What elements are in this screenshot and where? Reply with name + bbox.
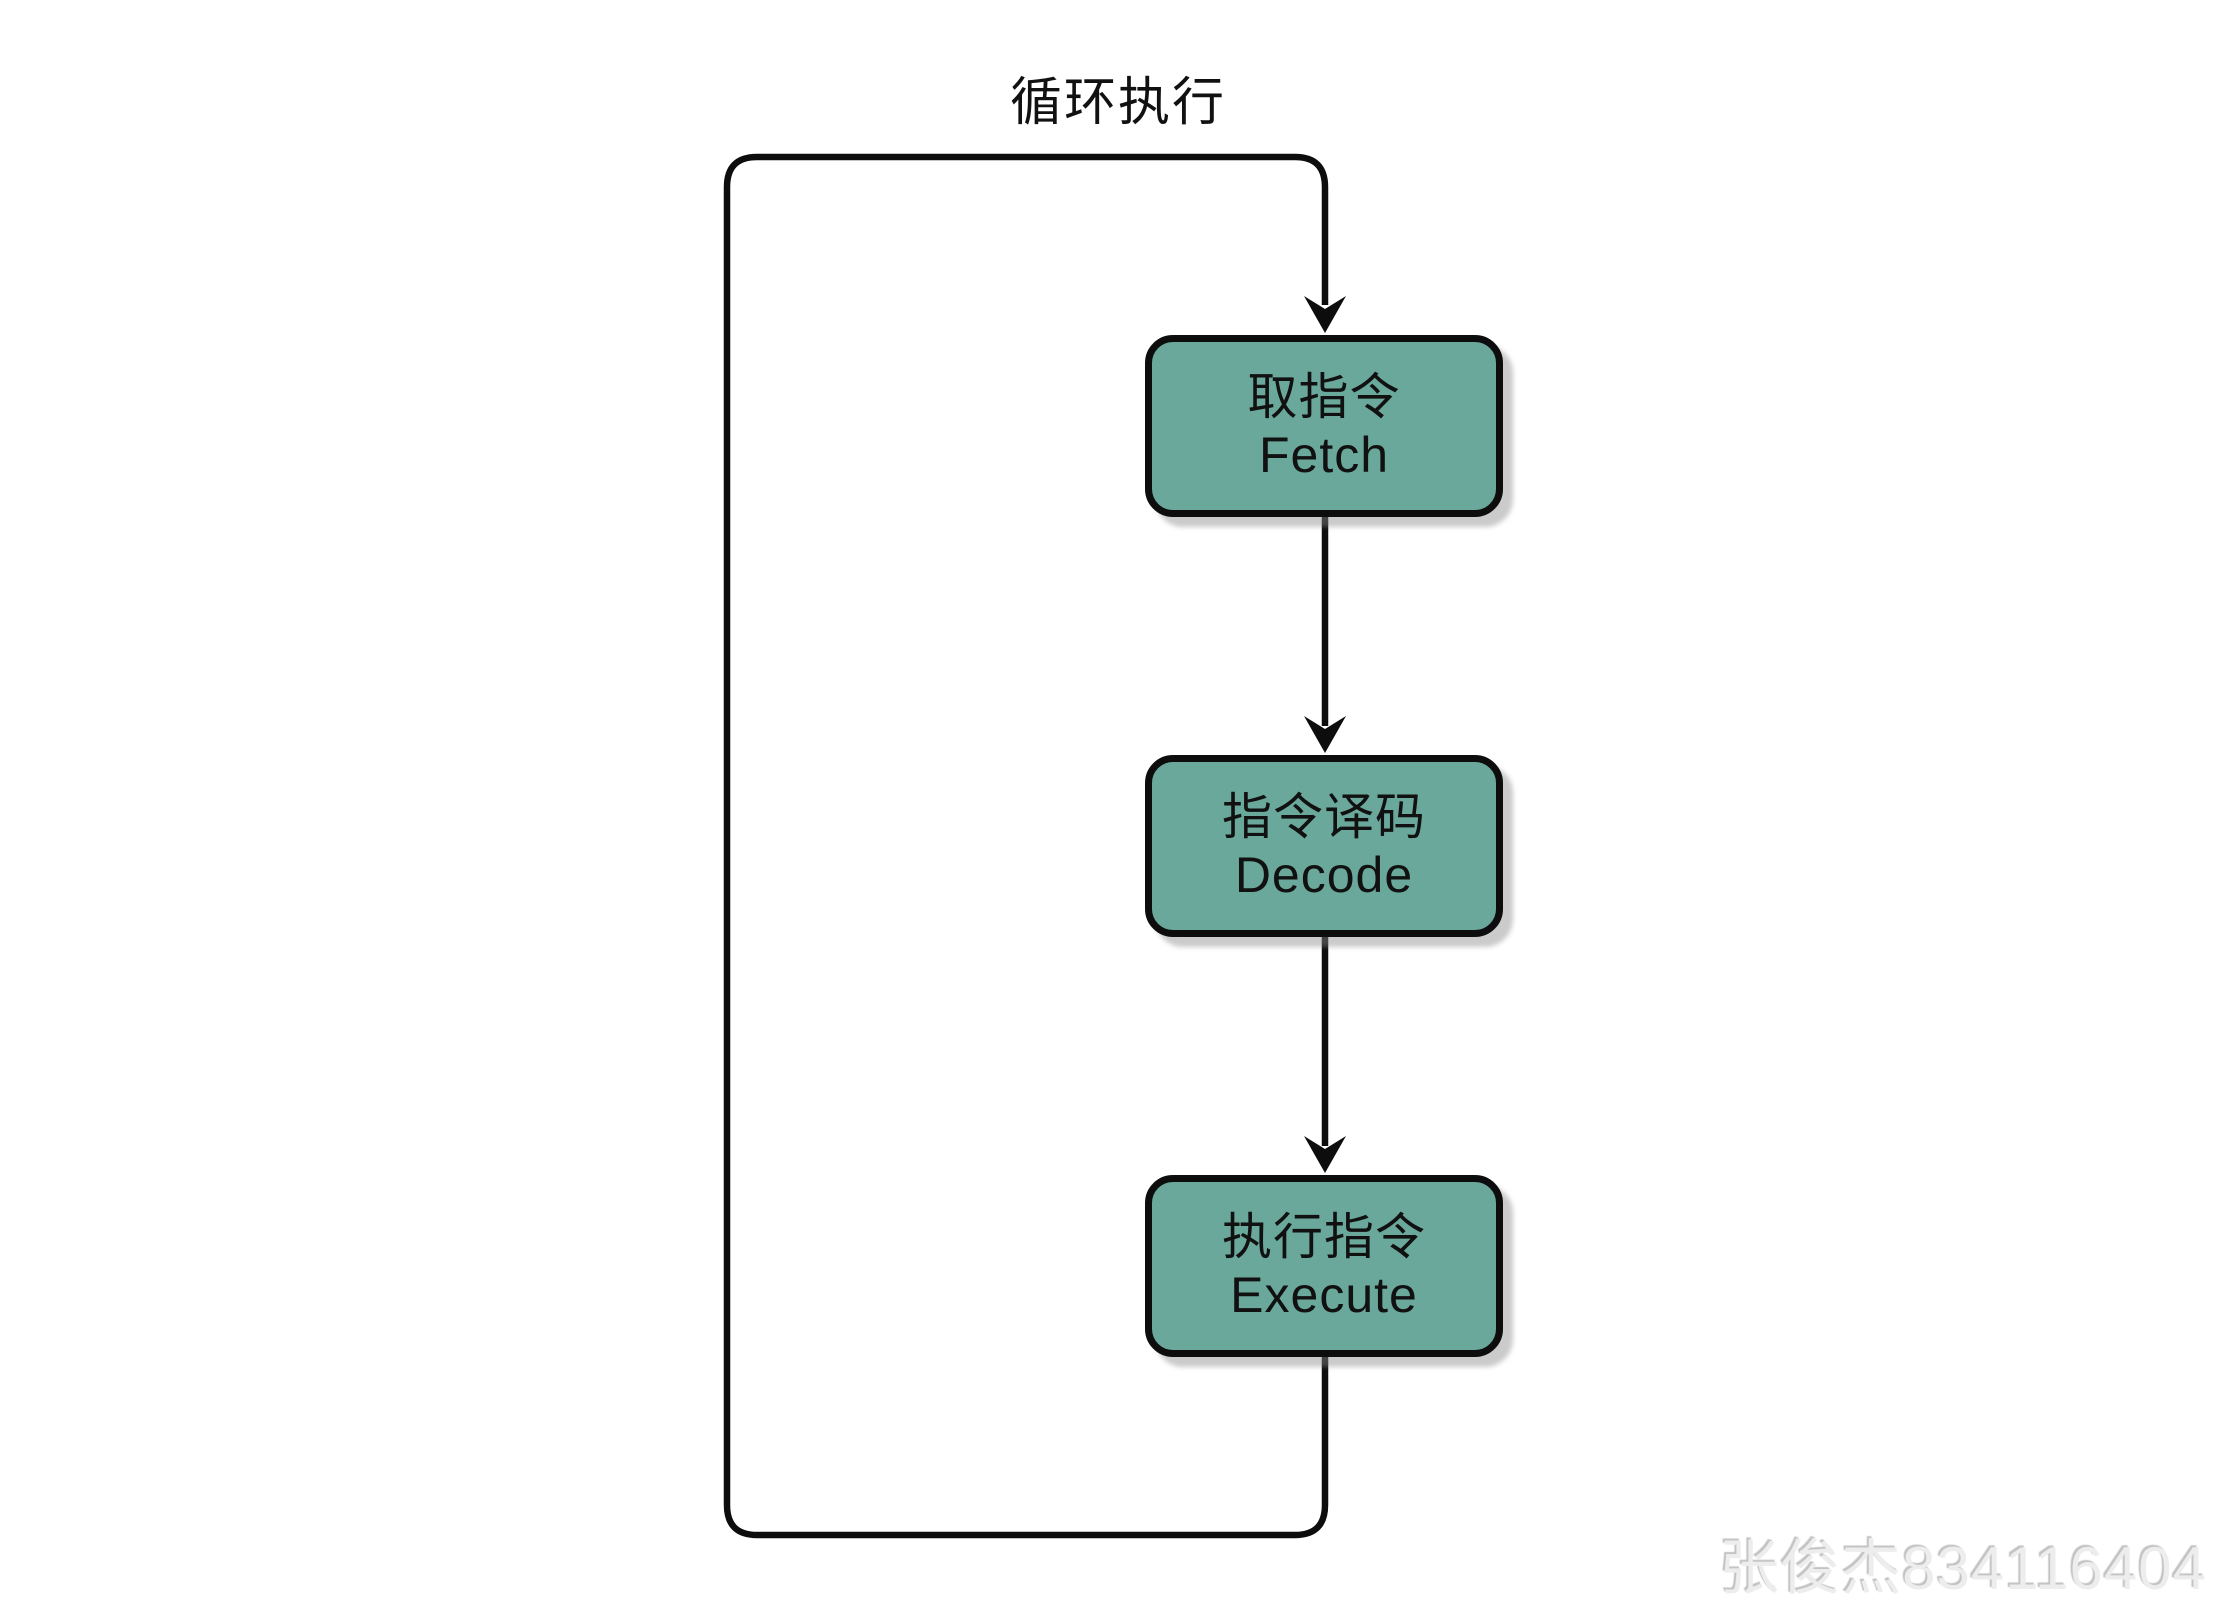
flow-node-fetch-label-zh: 取指令 <box>1247 369 1401 425</box>
flow-node-decode-label-en: Decode <box>1234 847 1414 903</box>
flow-node-fetch-label-en: Fetch <box>1258 427 1390 483</box>
flow-node-execute-label-en: Execute <box>1230 1267 1418 1323</box>
diagram-title: 循环执行 <box>1009 74 1227 132</box>
decode-to-execute-arrowhead-icon <box>1304 1136 1346 1173</box>
flow-node-decode-label-zh: 指令译码 <box>1222 789 1426 845</box>
watermark-text: 张俊杰834116404 <box>1719 1535 2207 1602</box>
fetch-to-decode-arrowhead-icon <box>1304 716 1346 753</box>
flow-node-fetch: 取指令 Fetch <box>1145 335 1503 517</box>
flow-node-execute: 执行指令 Execute <box>1145 1175 1503 1357</box>
loop-arrowhead-icon <box>1304 296 1346 333</box>
flow-node-decode: 指令译码 Decode <box>1145 755 1503 937</box>
loop-connector <box>723 153 1329 1539</box>
flow-node-execute-label-zh: 执行指令 <box>1222 1209 1426 1265</box>
